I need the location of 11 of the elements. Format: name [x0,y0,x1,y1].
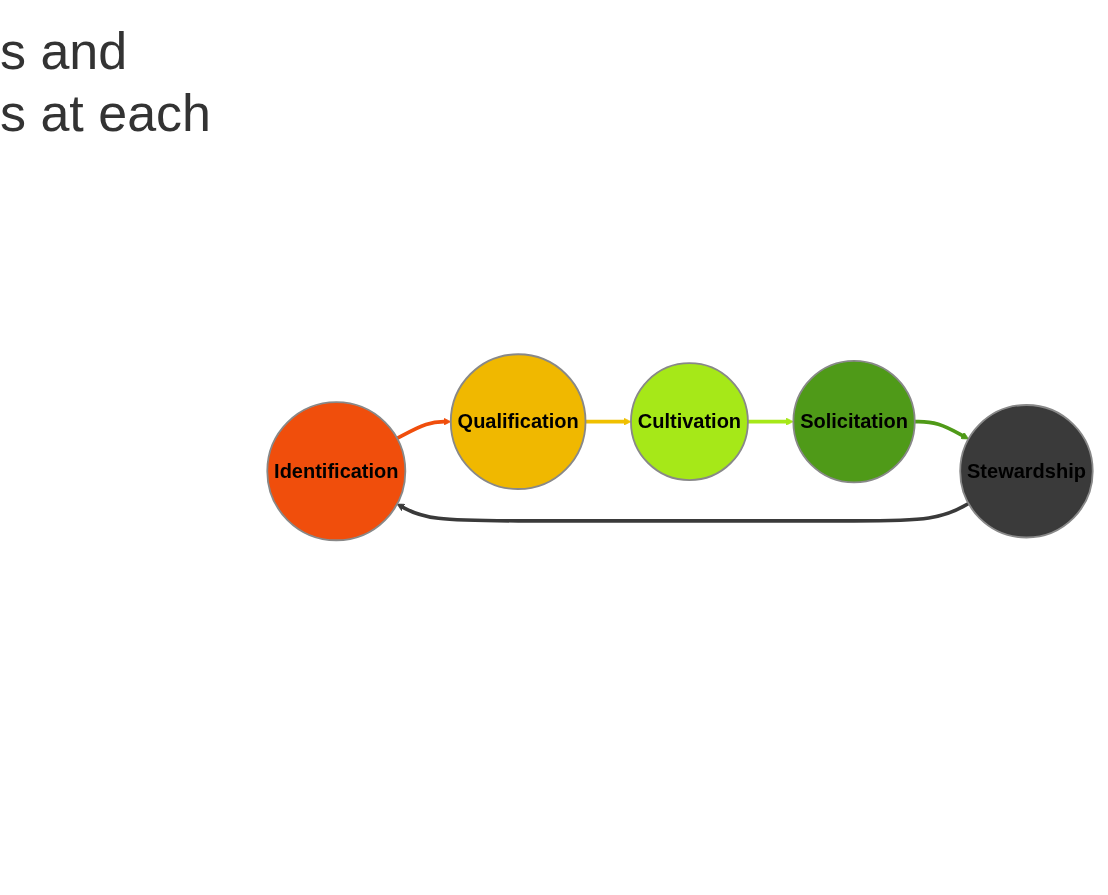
arrow [396,502,970,523]
arrow [585,417,632,426]
node-circle: Qualification [449,353,587,491]
node-circle: Stewardship [959,404,1094,539]
node-circle: Cultivation [630,362,749,482]
node-circle: Identification [266,401,407,542]
text-fragment: s at each [0,83,212,144]
arrow [914,420,969,440]
text-fragment: s and [0,21,128,82]
node-circle: Solicitation [792,360,916,484]
arrow [747,417,794,426]
